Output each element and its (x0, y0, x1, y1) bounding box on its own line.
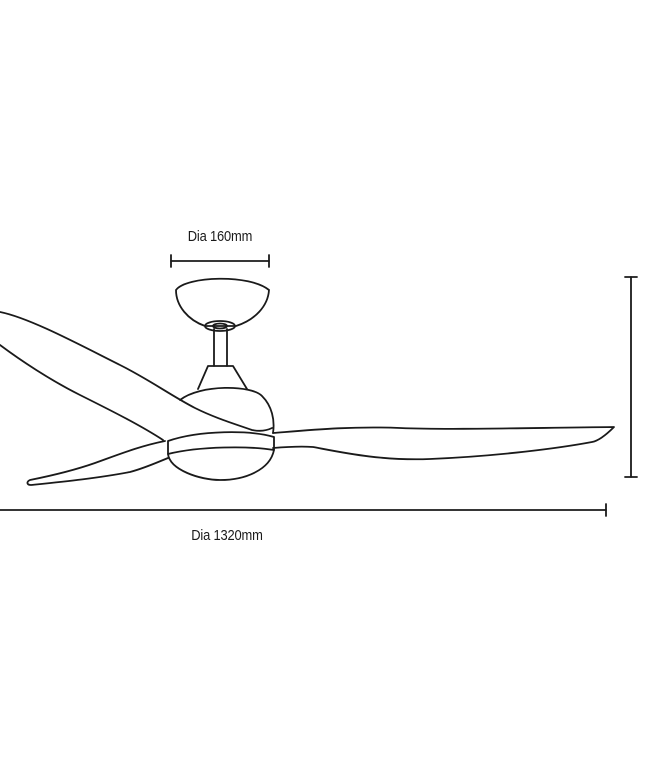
span-dimension-line (0, 503, 607, 517)
canopy-collar (204, 320, 236, 332)
motor-housing (179, 386, 275, 434)
blade-span-diameter-label: Dia 1320mm (191, 527, 263, 544)
light-kit-rim (167, 431, 275, 455)
blade-right (272, 426, 615, 461)
canopy-dimension-line (170, 254, 270, 268)
light-kit-bowl (167, 449, 275, 481)
canopy (175, 277, 270, 327)
motor-cone (197, 365, 248, 390)
downrod (213, 328, 228, 367)
height-dimension-line (624, 276, 638, 478)
blade-left-upper (0, 311, 273, 432)
blade-left-lower (26, 440, 169, 486)
canopy-diameter-label: Dia 160mm (187, 228, 253, 245)
